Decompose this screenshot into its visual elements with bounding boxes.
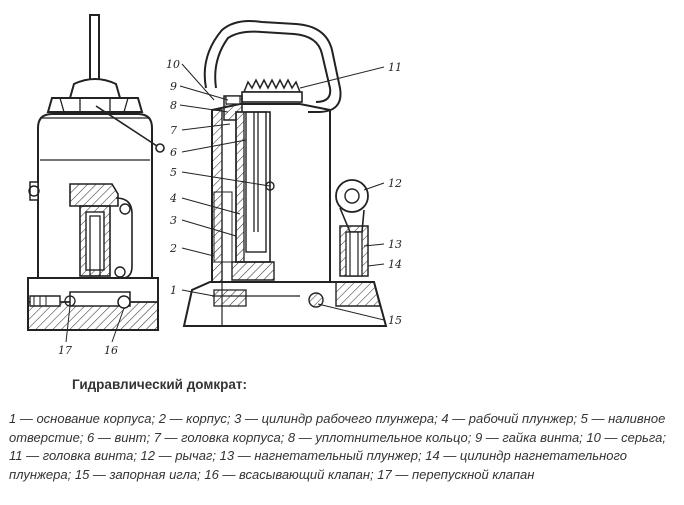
callout-13: 13 xyxy=(388,238,402,251)
callout-7: 7 xyxy=(170,124,177,137)
callout-6: 6 xyxy=(170,146,177,159)
callout-1: 1 xyxy=(170,284,177,297)
callout-10: 10 xyxy=(166,58,180,71)
leader-lines xyxy=(65,63,385,343)
callout-14: 14 xyxy=(388,258,402,271)
legend-text: 1 — основание корпуса; 2 — корпус; 3 — ц… xyxy=(9,411,666,482)
right-view xyxy=(182,20,388,327)
callout-2: 2 xyxy=(169,242,177,255)
callout-15: 15 xyxy=(388,314,402,327)
callout-8: 8 xyxy=(170,99,177,112)
callout-5: 5 xyxy=(170,166,177,179)
callout-4: 4 xyxy=(169,192,177,205)
callout-labels: 1 2 3 4 5 6 7 8 9 10 11 12 13 14 15 16 1… xyxy=(58,58,402,357)
callout-16: 16 xyxy=(104,344,118,357)
jack-drawing: 1 2 3 4 5 6 7 8 9 10 11 12 13 14 15 16 1… xyxy=(27,14,402,357)
left-view xyxy=(27,14,165,331)
caption-title: Гидравлический домкрат: xyxy=(72,377,247,392)
callout-9: 9 xyxy=(170,80,177,93)
callout-17: 17 xyxy=(58,344,72,357)
callout-12: 12 xyxy=(388,177,402,190)
callout-3: 3 xyxy=(170,214,177,227)
callout-11: 11 xyxy=(388,61,402,74)
